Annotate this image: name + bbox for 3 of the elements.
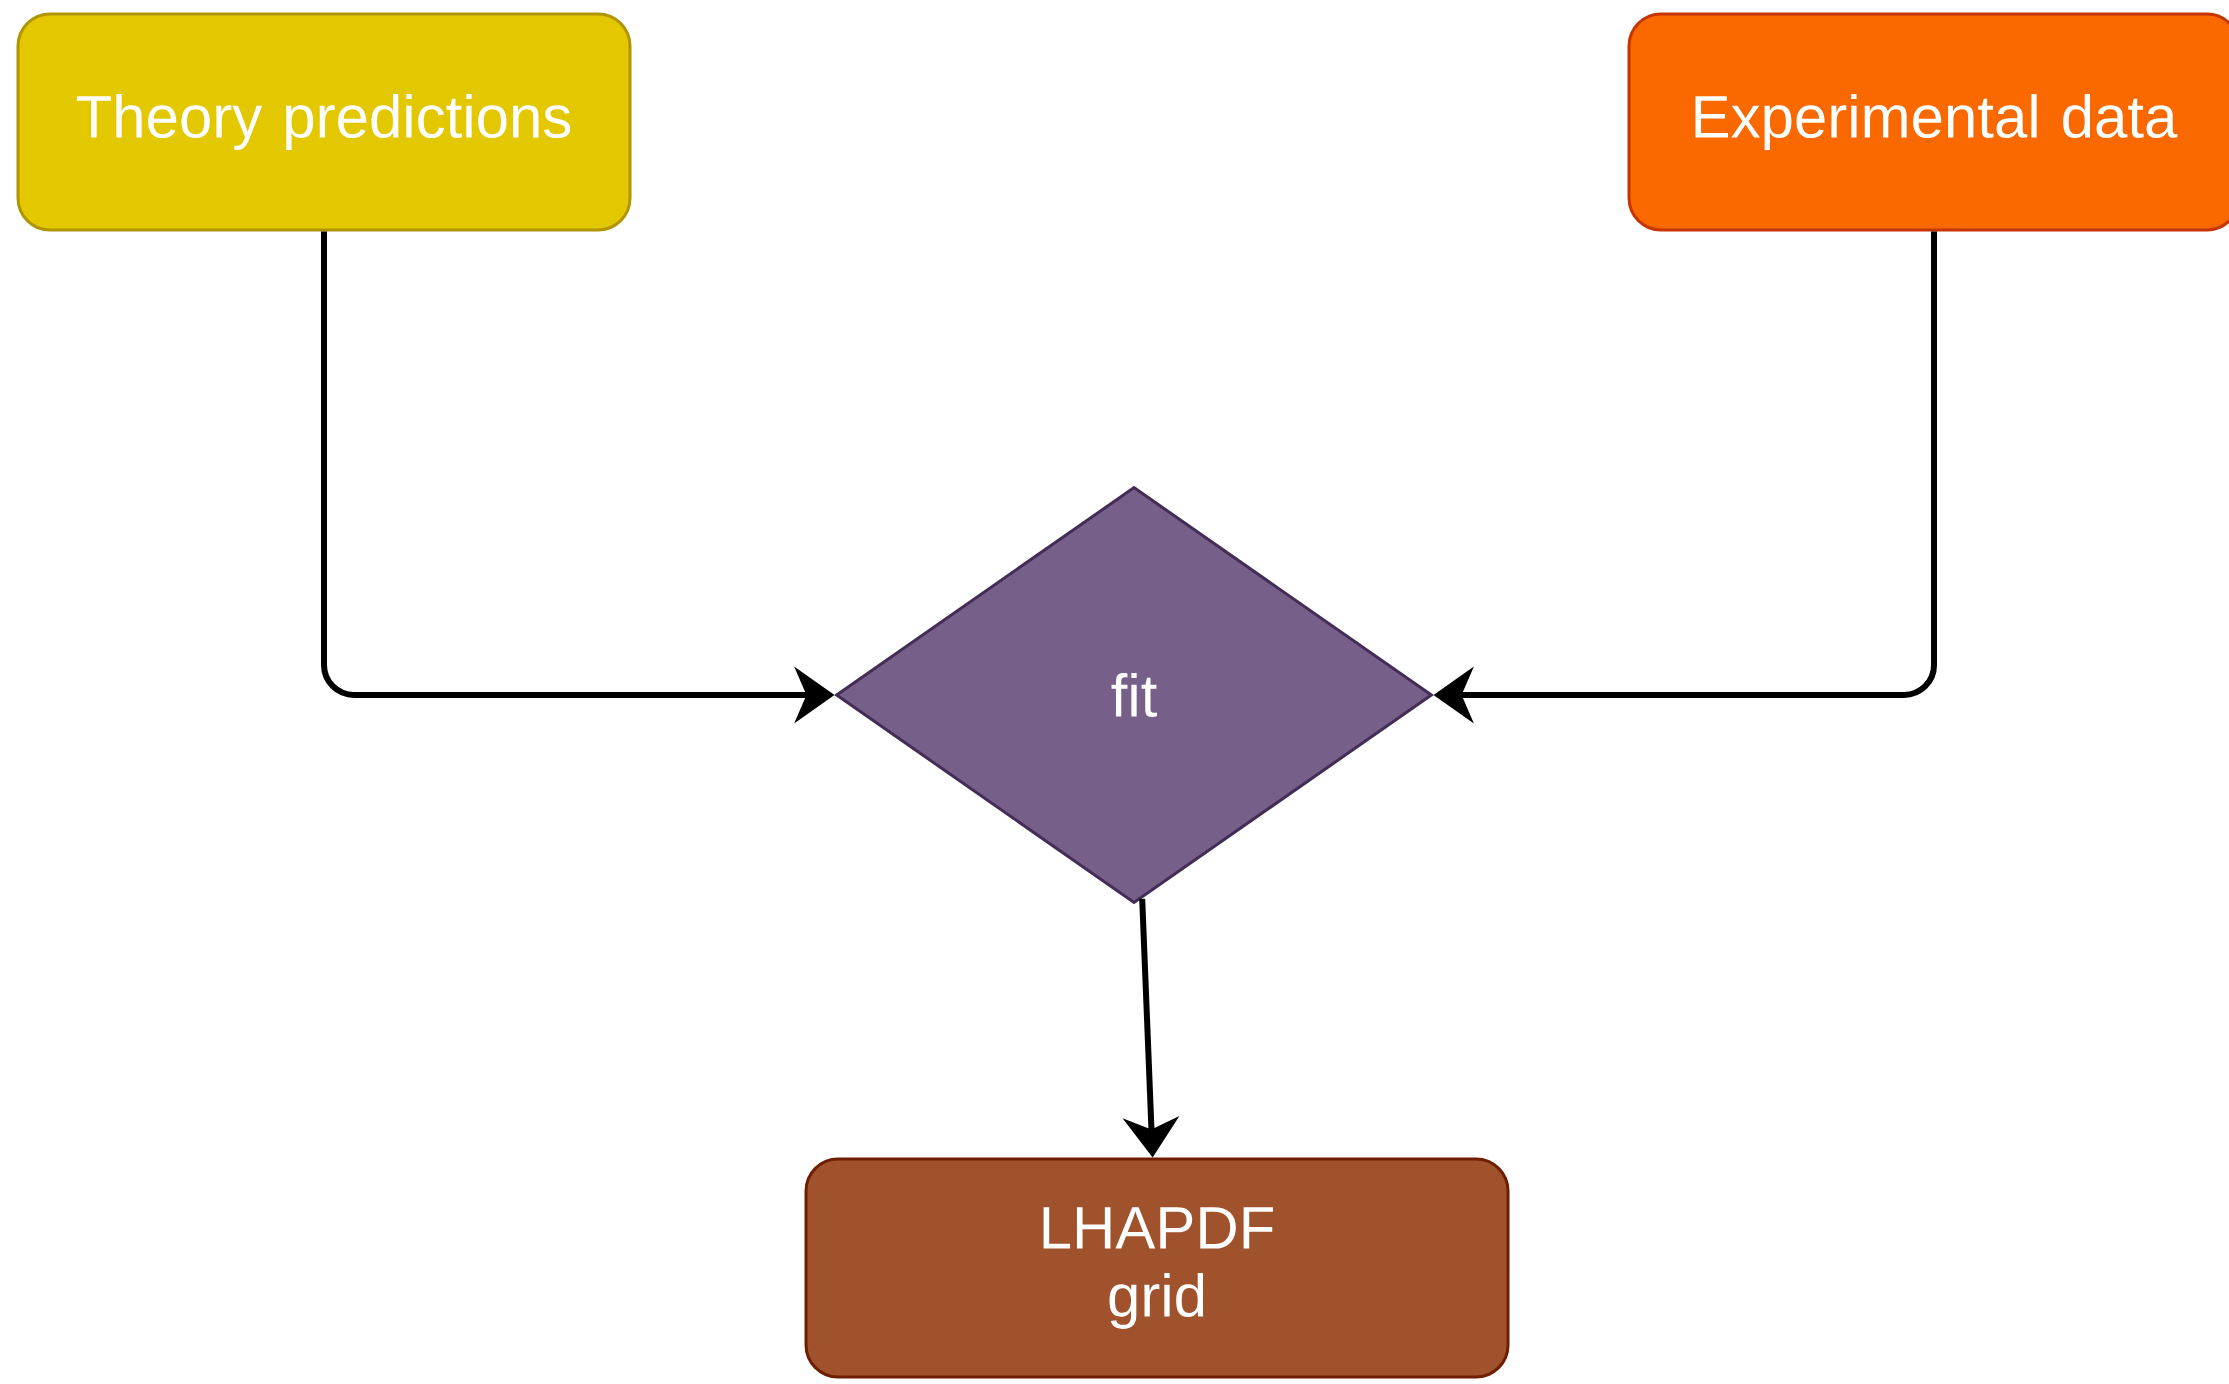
process-box: Theory predictions [16, 12, 632, 232]
process-box: LHAPDF grid [804, 1157, 1510, 1379]
process-box: Experimental data [1627, 12, 2229, 232]
